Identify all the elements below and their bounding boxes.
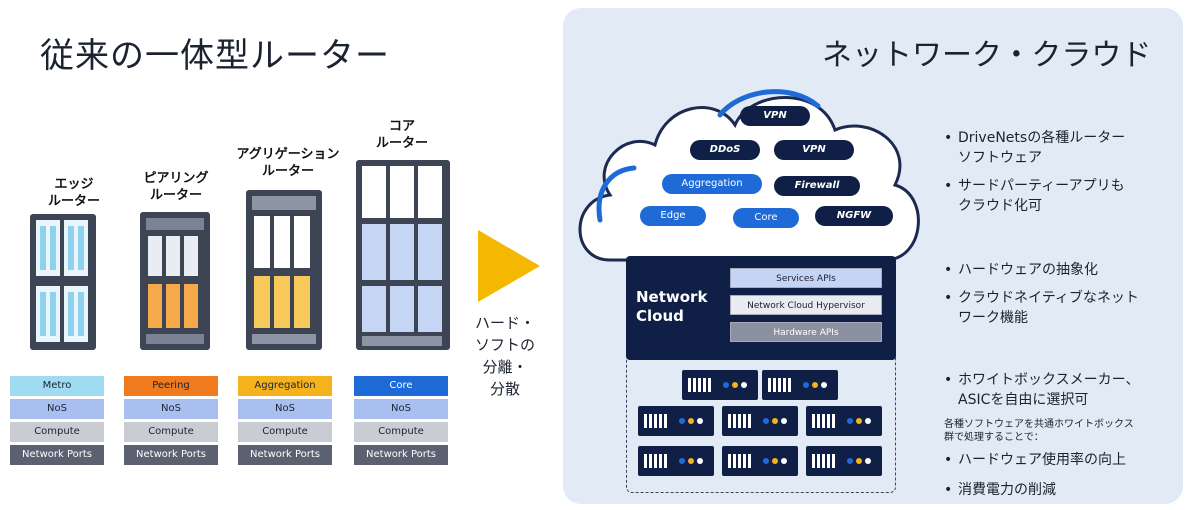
nos-layer: NoS [238,399,332,419]
peering-stack: Peering NoS Compute Network Ports [124,376,218,465]
nos-layer: NoS [124,399,218,419]
bullet-item: •サードパーティーアプリもクラウド化可 [944,178,1125,214]
aggregation-stack: Aggregation NoS Compute Network Ports [238,376,332,465]
arrow-label-line: 分散 [489,380,520,398]
title-line: ピアリング [143,171,209,186]
bullet-text: ワーク機能 [958,310,1028,326]
bullets-group-1: •DriveNetsの各種ルーターソフトウェア •サードパーティーアプリもクラウ… [944,128,1180,216]
bullets-group-4: •ハードウェア使用率の向上 •消費電力の削減 [944,450,1180,500]
aggregation-pill: Aggregation [662,174,762,194]
core-router-rack [356,160,450,350]
ddos-pill: DDoS [690,140,760,160]
bullet-text: 消費電力の削減 [958,482,1056,498]
core-pill: Core [733,208,799,228]
firewall-pill: Firewall [774,176,860,196]
arrow-label: ハード・ ソフトの 分離・ 分散 [470,312,540,400]
title-line: ルーター [47,194,100,209]
router-racks-illustration [30,160,450,350]
bullet-text: ソフトウェア [958,150,1042,166]
edge-router-title: エッジ ルーター [24,176,124,210]
bullet-item: •ハードウェア使用率の向上 [944,452,1126,468]
role-label: Peering [124,376,218,396]
aggregation-router-title: アグリゲーション ルーター [228,146,348,180]
services-apis: Services APIs [730,268,882,288]
nos-layer: NoS [10,399,104,419]
role-label: Aggregation [238,376,332,396]
peering-router-title: ピアリング ルーター [126,170,226,204]
hardware-apis: Hardware APIs [730,322,882,342]
ports-layer: Network Ports [124,445,218,465]
role-label: Metro [10,376,104,396]
bullet-text: クラウドネイティブなネット [958,290,1139,306]
note-text: 各種ソフトウェアを共通ホワイトボックス 群で処理することで： [944,418,1184,444]
title-line: アグリゲーション [236,147,340,162]
title-line: エッジ [54,177,94,192]
bullets-group-2: •ハードウェアの抽象化 •クラウドネイティブなネットワーク機能 [944,260,1180,328]
title-line: ルーター [261,164,314,179]
left-title: 従来の一体型ルーター [40,36,390,76]
title-line: ルーター [375,136,428,151]
compute-layer: Compute [124,422,218,442]
nc-label-line: Cloud [636,307,684,325]
ports-layer: Network Ports [238,445,332,465]
ports-layer: Network Ports [10,445,104,465]
bullet-text: ハードウェア使用率の向上 [958,452,1126,468]
bullet-text: ASICを自由に選択可 [958,392,1089,408]
arrow-label-line: 分離・ [482,358,528,376]
ports-layer: Network Ports [354,445,448,465]
compute-layer: Compute [238,422,332,442]
right-title: ネットワーク・クラウド [822,38,1152,73]
bullet-text: サードパーティーアプリも [958,178,1125,194]
peering-router-rack [140,212,210,350]
edge-pill: Edge [640,206,706,226]
whitebox-pool [626,357,896,493]
compute-layer: Compute [354,422,448,442]
bullet-item: •ハードウェアの抽象化 [944,262,1098,278]
bullet-item: •クラウドネイティブなネットワーク機能 [944,290,1139,326]
bullet-text: ホワイトボックスメーカー、 [958,372,1140,388]
bullet-text: クラウド化可 [958,198,1042,214]
bullet-item: •消費電力の削減 [944,482,1056,498]
nos-layer: NoS [354,399,448,419]
nc-label-line: Network [636,288,708,306]
note-line: 群で処理することで： [944,432,1044,443]
whitebox-servers-illustration [638,370,882,476]
aggregation-router-rack [246,190,322,350]
compute-layer: Compute [10,422,104,442]
core-stack: Core NoS Compute Network Ports [354,376,448,465]
title-line: ルーター [149,188,202,203]
title-line: コア [388,119,415,134]
bullet-item: •ホワイトボックスメーカー、ASICを自由に選択可 [944,372,1140,408]
hypervisor: Network Cloud Hypervisor [730,295,882,315]
arrow-icon [478,230,540,302]
ngfw-pill: NGFW [815,206,893,226]
edge-router-rack [30,214,96,350]
core-router-title: コア ルーター [352,118,452,152]
bullet-text: DriveNetsの各種ルーター [958,130,1126,146]
vpn-pill: VPN [774,140,854,160]
bullet-item: •DriveNetsの各種ルーターソフトウェア [944,130,1126,166]
bullets-group-3: •ホワイトボックスメーカー、ASICを自由に選択可 [944,370,1184,410]
note-line: 各種ソフトウェアを共通ホワイトボックス [944,419,1134,430]
network-cloud-label: Network Cloud [636,288,716,326]
bullet-text: ハードウェアの抽象化 [958,262,1098,278]
edge-stack: Metro NoS Compute Network Ports [10,376,104,465]
vpn-pill: VPN [740,106,810,126]
arrow-label-line: ハード・ [474,314,535,332]
role-label: Core [354,376,448,396]
arrow-label-line: ソフトの [474,336,535,354]
